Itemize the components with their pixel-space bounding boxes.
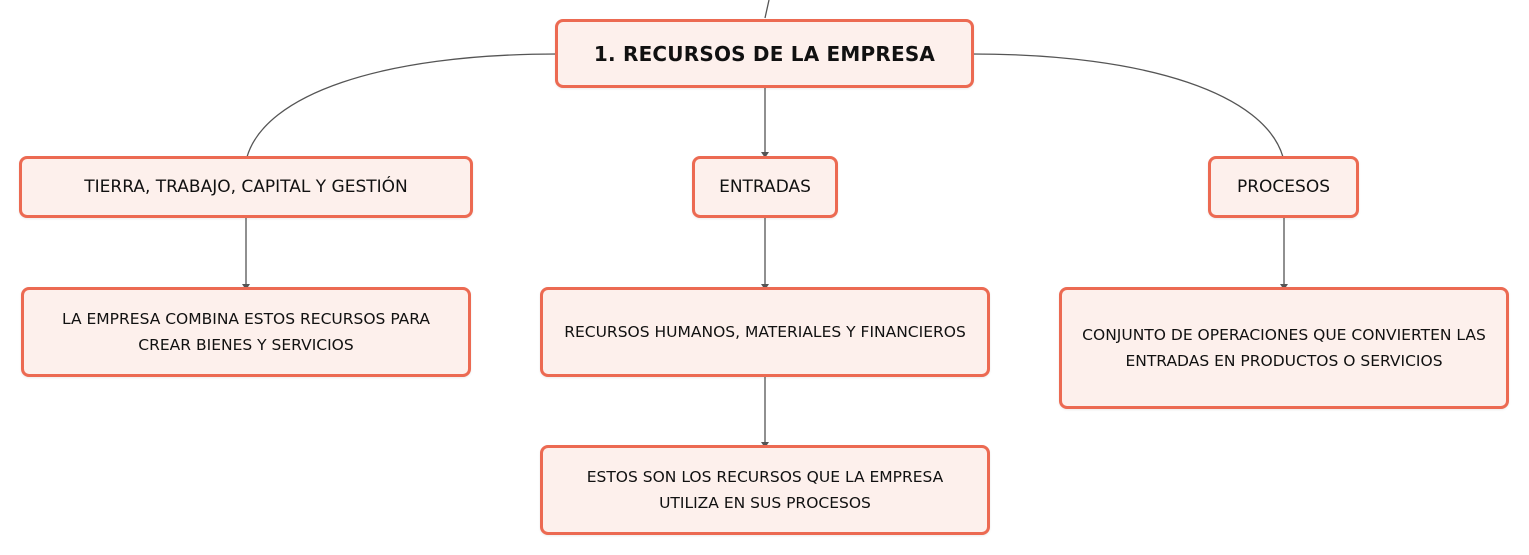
root-node[interactable]: 1. RECURSOS DE LA EMPRESA — [555, 19, 974, 88]
branch-node-procesos[interactable]: PROCESOS — [1208, 156, 1359, 218]
leaf-node-label: CONJUNTO DE OPERACIONES QUE CONVIERTEN L… — [1082, 326, 1486, 370]
arrowhead — [761, 152, 769, 158]
branch-node-entradas[interactable]: ENTRADAS — [692, 156, 838, 218]
connector-incoming — [764, 0, 770, 19]
branch-node-tierra[interactable]: TIERRA, TRABAJO, CAPITAL Y GESTIÓN — [19, 156, 473, 218]
connector-root-to-procesos — [971, 53, 1284, 158]
branch-node-label: TIERRA, TRABAJO, CAPITAL Y GESTIÓN — [84, 177, 408, 197]
branch-node-label: PROCESOS — [1236, 177, 1331, 197]
leaf-node-label: ESTOS SON LOS RECURSOS QUE LA EMPRESA UT… — [586, 468, 944, 512]
connector-root-to-tierra — [246, 53, 558, 158]
leaf-node-label: RECURSOS HUMANOS, MATERIALES Y FINANCIER… — [564, 323, 966, 341]
leaf-node-recursos-humanos[interactable]: RECURSOS HUMANOS, MATERIALES Y FINANCIER… — [540, 287, 990, 377]
leaf-node-combina[interactable]: LA EMPRESA COMBINA ESTOS RECURSOS PARA C… — [21, 287, 471, 377]
leaf-node-conjunto[interactable]: CONJUNTO DE OPERACIONES QUE CONVIERTEN L… — [1059, 287, 1509, 409]
leaf-node-estos-son[interactable]: ESTOS SON LOS RECURSOS QUE LA EMPRESA UT… — [540, 445, 990, 535]
leaf-node-label: LA EMPRESA COMBINA ESTOS RECURSOS PARA C… — [61, 310, 431, 354]
root-node-label: 1. RECURSOS DE LA EMPRESA — [593, 41, 936, 66]
branch-node-label: ENTRADAS — [719, 177, 811, 197]
